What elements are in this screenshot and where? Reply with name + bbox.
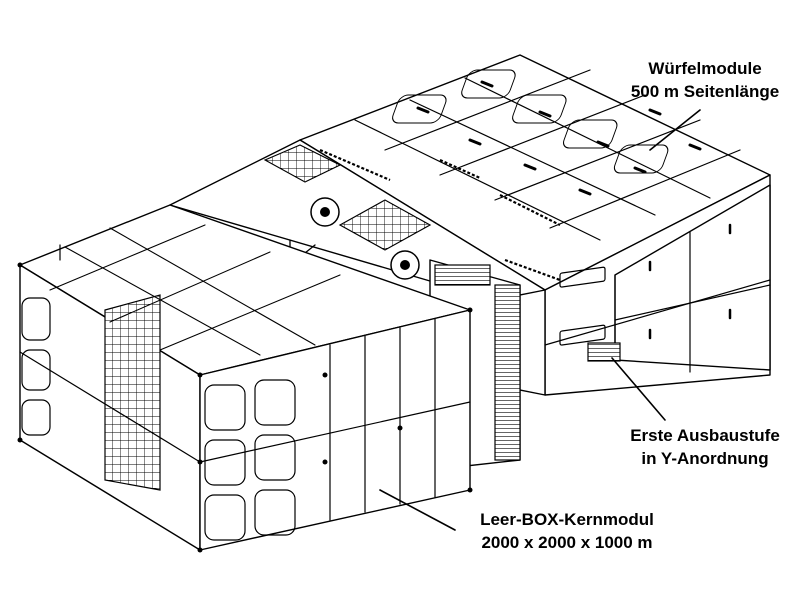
y-stage-module [587, 342, 621, 362]
callout-line-cube-modules [649, 109, 701, 151]
fan-icon [310, 197, 340, 227]
label-core-line2: 2000 x 2000 x 1000 m [481, 533, 652, 552]
callout-line-stage [611, 357, 666, 421]
fan-icon [390, 250, 420, 280]
cube-modules-cluster [299, 54, 771, 396]
label-core-line1: Leer-BOX-Kernmodul [480, 510, 654, 529]
label-stage-line1: Erste Ausbaustufe [630, 426, 780, 445]
core-module [17, 204, 473, 553]
label-stage-line2: in Y-Anordnung [641, 449, 768, 468]
callout-line-core [379, 489, 456, 531]
label-cube-modules-line1: Würfelmodule [648, 59, 761, 78]
label-cube-modules-line2: 500 m Seitenlänge [631, 82, 779, 101]
